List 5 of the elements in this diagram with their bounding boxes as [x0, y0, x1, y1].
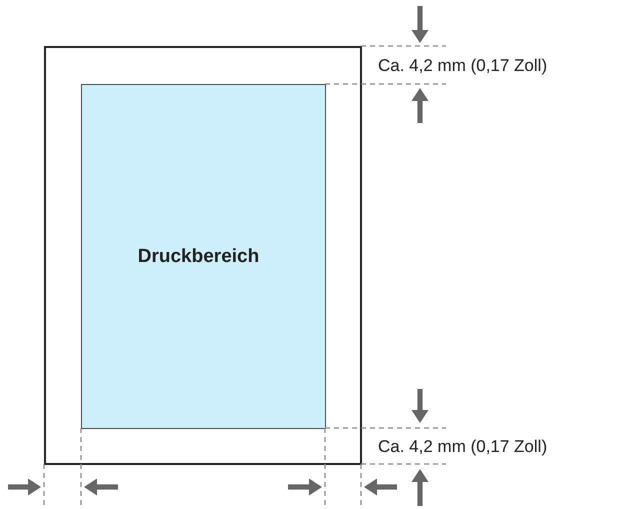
dimension-label: Ca. 4,2 mm (0,17 Zoll)	[378, 56, 548, 76]
area-label: Druckbereich	[138, 246, 260, 268]
print-area	[81, 84, 326, 429]
dimension-label: Ca. 4,2 mm (0,17 Zoll)	[378, 437, 548, 457]
page-outline	[44, 46, 362, 465]
